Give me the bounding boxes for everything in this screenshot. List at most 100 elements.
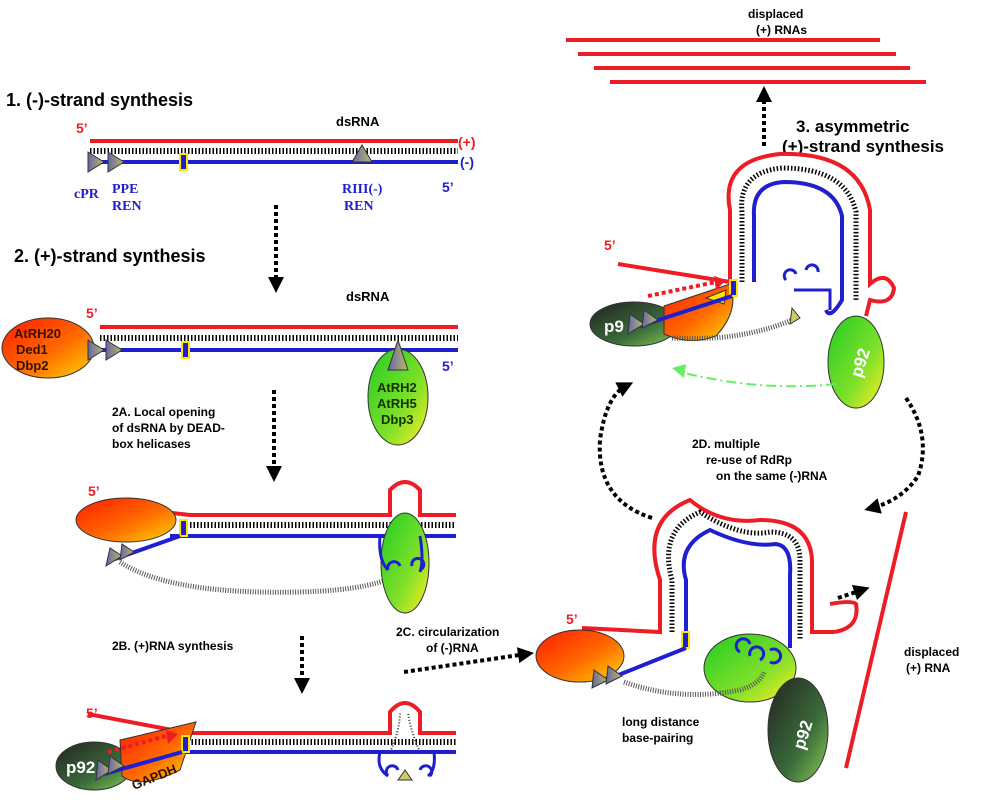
triangle-2b xyxy=(105,339,123,361)
helicase-green-2a xyxy=(380,512,430,614)
step-2a-line3: box helicases xyxy=(112,437,191,451)
five-prime-6: 5’ xyxy=(604,237,616,253)
plus-bulge-5 xyxy=(829,600,859,634)
displaced-plus-rna-line xyxy=(844,511,908,769)
helicase-green-label-1: AtRH2 xyxy=(377,380,417,395)
plus-label: (+) xyxy=(458,134,476,150)
triangle-5b xyxy=(605,665,623,685)
displaced-plus-rnas-2: (+) RNAs xyxy=(756,23,807,37)
new-plus-2b xyxy=(107,734,167,754)
five-prime-2: 5’ xyxy=(86,305,98,321)
green-arrowhead xyxy=(672,364,686,378)
basepair-ladder-6 xyxy=(739,165,859,300)
five-prime-minus: 5’ xyxy=(442,179,454,195)
helicase-green-label-2: AtRH5 xyxy=(377,396,417,411)
step-2-title: 2. (+)-strand synthesis xyxy=(14,246,206,266)
triangle-4c xyxy=(397,769,413,781)
triangle-4b xyxy=(107,755,125,775)
new-plus-arrowhead-top xyxy=(714,276,726,290)
minus-loops-2b xyxy=(377,751,436,778)
long-distance-bp-2a xyxy=(118,559,408,595)
five-prime-3: 5’ xyxy=(88,483,100,499)
plus-strand-3 xyxy=(99,480,456,517)
element-box-1 xyxy=(179,153,188,171)
element-box-2 xyxy=(181,341,190,359)
step-3-line1: 3. asymmetric xyxy=(796,117,909,136)
step-2c-line2: of (-)RNA xyxy=(426,641,479,655)
helicase-green-label-3: Dbp3 xyxy=(381,412,414,427)
step-2a-line2: of dsRNA by DEAD- xyxy=(112,421,225,435)
minus-strand-6 xyxy=(751,179,844,316)
element-box-3 xyxy=(179,519,188,537)
cpr-triangle xyxy=(87,151,105,173)
triangle-green xyxy=(387,338,409,371)
triangle-4a xyxy=(95,759,113,781)
riii-triangle xyxy=(351,144,373,163)
cpr-label: cPR xyxy=(74,187,100,202)
riii-label: RIII(-) xyxy=(342,182,383,197)
new-plus-arrowhead-2b xyxy=(166,730,178,744)
long-distance-2: base-pairing xyxy=(622,731,693,745)
triangle-6b xyxy=(641,309,659,329)
step-2a-diagram: 5’ xyxy=(75,480,456,614)
element-box-5 xyxy=(681,631,690,649)
arrow-2c xyxy=(403,647,534,674)
step-2: 2. (+)-strand synthesis dsRNA 5’ 5’ AtRH… xyxy=(1,246,458,446)
minus-loops-5 xyxy=(734,637,783,665)
triangle-3a xyxy=(105,547,123,568)
minus-tail-4 xyxy=(103,750,183,776)
dsrna-label-2: dsRNA xyxy=(346,289,390,304)
circularized-structure: 5’ long distance base-pairing p92 displa… xyxy=(535,497,959,783)
step-3-structure: 3. asymmetric (+)-strand synthesis displ… xyxy=(566,7,944,409)
triangle-2a xyxy=(87,339,105,361)
minus-loops-6 xyxy=(782,263,832,310)
plus-strand-6 xyxy=(617,151,897,317)
step-2d-line1: 2D. multiple xyxy=(692,437,760,451)
displaced-plus-rna-2: (+) RNA xyxy=(906,661,951,675)
plus-strand-5 xyxy=(581,497,834,635)
helicase-red-5 xyxy=(535,629,625,683)
displaced-plus-rnas-1: displaced xyxy=(748,7,803,21)
step-2b-diagram: 5’ p92 GAPDH xyxy=(55,701,456,793)
plus-strand-4 xyxy=(87,701,456,735)
step-2b-title: 2B. (+)RNA synthesis xyxy=(112,639,234,653)
five-prime-5: 5’ xyxy=(566,611,578,627)
triangle-3b xyxy=(119,543,135,561)
p92-bottom xyxy=(767,677,829,783)
minus-strand-5 xyxy=(681,527,793,648)
helicase-green-5 xyxy=(703,633,797,703)
helicase-red-label-2: Ded1 xyxy=(16,342,48,357)
basepair-ladder-5 xyxy=(666,509,803,640)
step-3-line2: (+)-strand synthesis xyxy=(782,137,944,156)
step-2c-line1: 2C. circularization xyxy=(396,625,499,639)
element-box-6 xyxy=(729,279,738,297)
triangle-5a xyxy=(591,669,609,689)
helicase-red-2a xyxy=(75,497,177,543)
minus-label: (-) xyxy=(460,154,474,170)
triangle-6c xyxy=(789,306,801,325)
arrow-cycle-up xyxy=(597,382,653,520)
step-2d-line3: on the same (-)RNA xyxy=(716,469,828,483)
ren-label-2: REN xyxy=(344,199,374,214)
displaced-plus-rna-1: displaced xyxy=(904,645,959,659)
element-box-4 xyxy=(181,735,190,753)
loop-ladder-2b xyxy=(389,711,421,753)
five-prime-minus-2: 5’ xyxy=(442,358,454,374)
step-2a-line1: 2A. Local opening xyxy=(112,405,215,419)
step-1-title: 1. (-)-strand synthesis xyxy=(6,90,193,110)
new-plus-top xyxy=(647,280,717,298)
five-prime-1: 5’ xyxy=(76,120,88,136)
step-2d-line2: re-use of RdRp xyxy=(706,453,792,467)
arrow-displace xyxy=(837,584,870,601)
p9-top-label: p9 xyxy=(604,317,624,336)
p92-top-right xyxy=(827,315,885,409)
helicase-red-label-1: AtRH20 xyxy=(14,326,61,341)
p92-2b-label: p92 xyxy=(66,758,95,777)
long-distance-1: long distance xyxy=(622,715,700,729)
ppe-label: PPE xyxy=(112,182,138,197)
arrow-cycle-down xyxy=(864,396,925,514)
triangle-6a xyxy=(627,313,645,335)
green-return-arrow xyxy=(679,371,837,388)
